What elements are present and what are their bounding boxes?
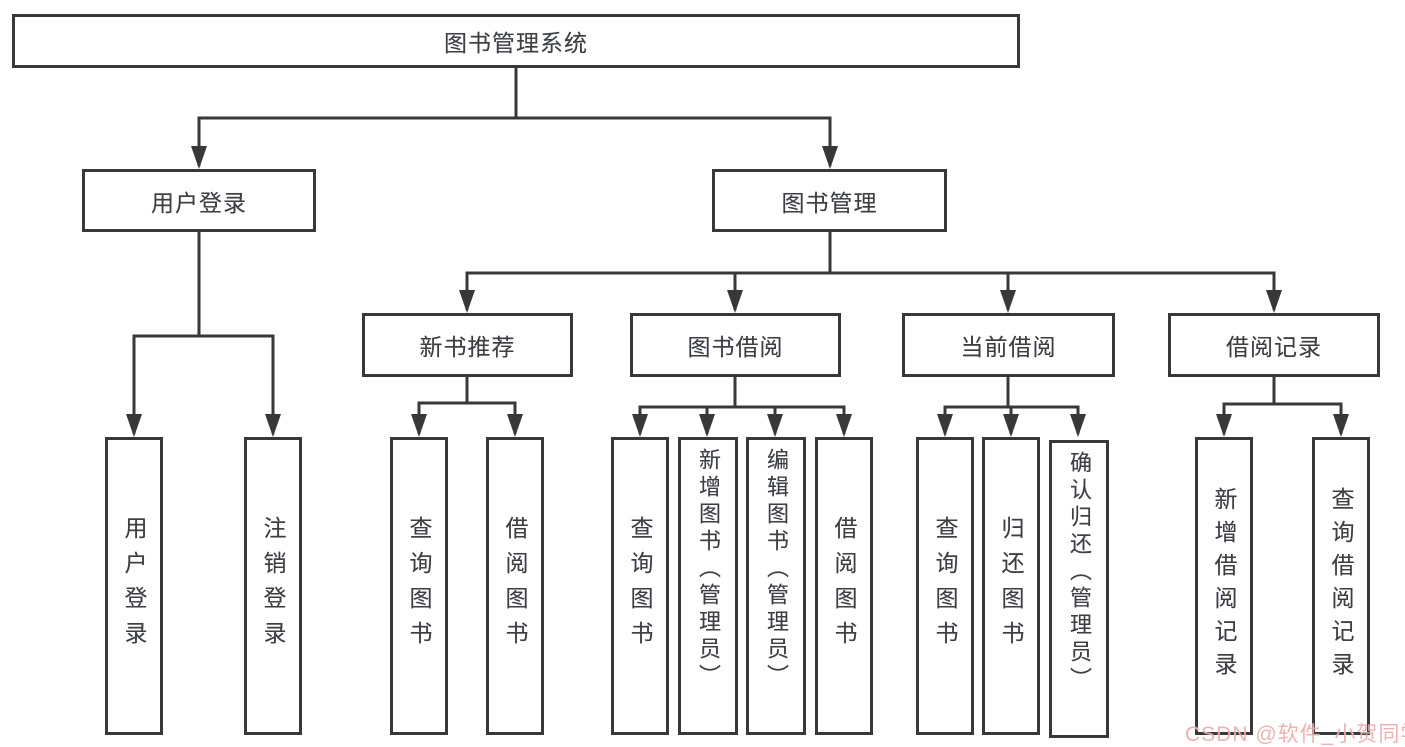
node-current-borrow: 当前借阅 — [902, 313, 1115, 377]
node-borrow-records-label: 借阅记录 — [1226, 334, 1322, 360]
leaf-borrow-edit-book-admin-label: 编辑图书（管理员） — [764, 448, 789, 691]
node-book-borrow-label: 图书借阅 — [687, 334, 784, 360]
leaf-records-query-record: 查询借阅记录 — [1312, 437, 1370, 735]
node-book-borrow: 图书借阅 — [630, 313, 841, 377]
node-system-root: 图书管理系统 — [12, 14, 1020, 68]
node-new-book-recommend: 新书推荐 — [362, 313, 573, 377]
leaf-borrow-add-book-admin-label: 新增图书（管理员） — [696, 448, 721, 691]
node-system-root-label: 图书管理系统 — [444, 30, 588, 56]
node-user-login-label: 用户登录 — [151, 189, 247, 216]
leaf-borrow-query-book-label: 查询图书 — [627, 516, 653, 656]
leaf-records-query-record-label: 查询借阅记录 — [1328, 487, 1354, 685]
leaf-recommend-borrow-book-label: 借阅图书 — [502, 516, 528, 656]
leaf-recommend-borrow-book: 借阅图书 — [486, 437, 544, 735]
node-user-login: 用户登录 — [82, 169, 316, 232]
leaf-logout: 注销登录 — [244, 437, 302, 735]
leaf-recommend-query-book-label: 查询图书 — [406, 516, 432, 656]
edge-newbookrec-to-leaves — [417, 377, 517, 434]
leaf-borrow-borrow-book: 借阅图书 — [815, 437, 873, 735]
node-current-borrow-label: 当前借阅 — [960, 334, 1057, 360]
leaf-borrow-query-book: 查询图书 — [611, 437, 669, 735]
node-book-management: 图书管理 — [712, 169, 947, 232]
leaf-recommend-query-book: 查询图书 — [390, 437, 448, 735]
leaf-current-confirm-return-admin: 确认归还（管理员） — [1049, 440, 1109, 738]
leaf-borrow-borrow-book-label: 借阅图书 — [831, 516, 857, 656]
leaf-borrow-add-book-admin: 新增图书（管理员） — [678, 437, 738, 735]
leaf-logout-label: 注销登录 — [260, 516, 286, 656]
edge-borrowrecords-to-leaves — [1222, 377, 1343, 434]
leaf-records-add-record: 新增借阅记录 — [1195, 437, 1253, 735]
leaf-borrow-edit-book-admin: 编辑图书（管理员） — [746, 437, 806, 735]
leaf-current-query-book: 查询图书 — [916, 437, 974, 735]
leaf-current-return-book-label: 归还图书 — [998, 516, 1024, 656]
leaf-current-query-book-label: 查询图书 — [932, 516, 958, 656]
csdn-watermark: CSDN @软件_小贺同学 — [1185, 723, 1405, 746]
arrowheads — [126, 146, 1349, 437]
edge-userlogin-to-leaves — [132, 232, 275, 434]
edge-bookborrow-to-leaves — [638, 377, 846, 434]
node-book-management-label: 图书管理 — [781, 189, 878, 216]
leaf-current-confirm-return-admin-label: 确认归还（管理员） — [1067, 451, 1092, 694]
leaf-user-login-label: 用户登录 — [121, 516, 147, 656]
edge-system-to-level2 — [197, 68, 832, 166]
node-borrow-records: 借阅记录 — [1168, 313, 1380, 377]
node-new-book-recommend-label: 新书推荐 — [419, 334, 516, 360]
edge-bookmgmt-to-level3 — [465, 232, 1276, 310]
leaf-current-return-book: 归还图书 — [982, 437, 1040, 735]
leaf-user-login: 用户登录 — [105, 437, 163, 735]
leaf-records-add-record-label: 新增借阅记录 — [1211, 487, 1237, 685]
